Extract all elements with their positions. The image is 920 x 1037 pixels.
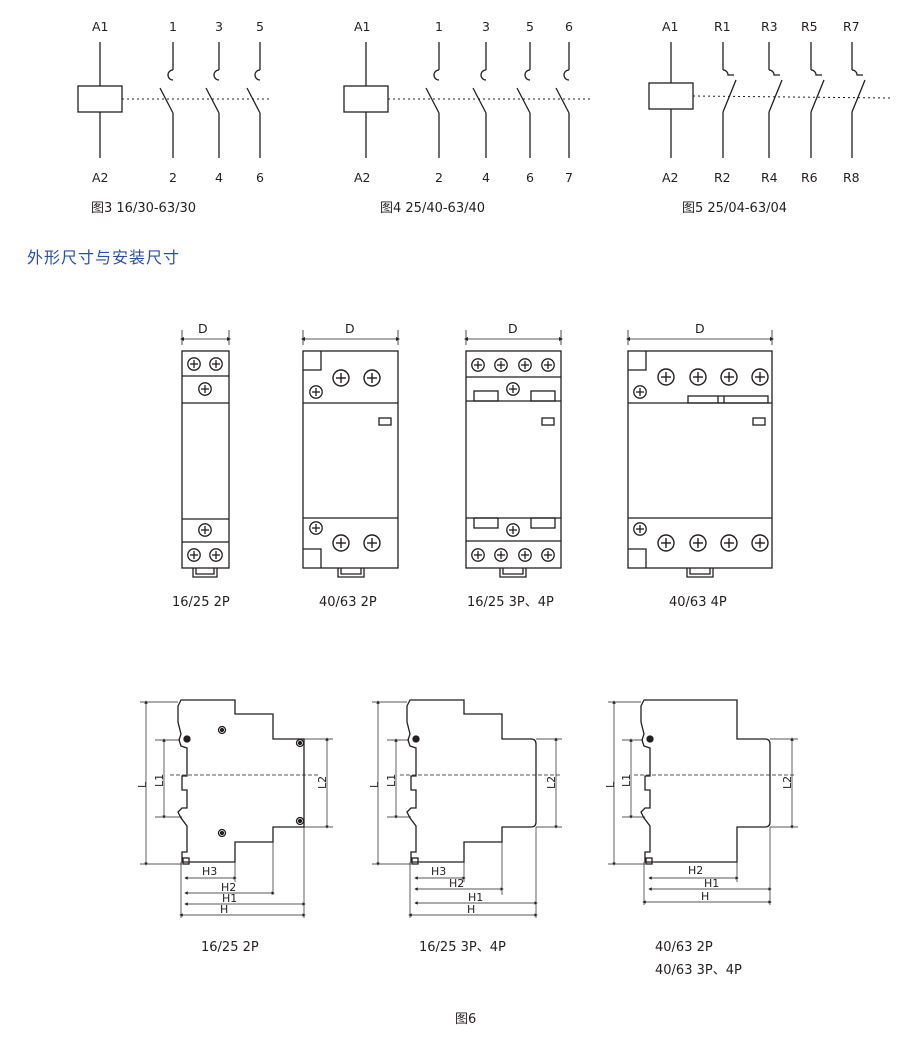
figure-caption-4: 图4 25/40-63/40	[380, 201, 485, 216]
svg-text:L: L	[368, 781, 381, 788]
svg-text:H2: H2	[688, 864, 703, 877]
svg-text:A2: A2	[354, 170, 371, 185]
pole-4: 6 7	[555, 19, 573, 185]
nc-pole-1: R1 R2	[714, 19, 737, 185]
figure-caption-3: 图3 16/30-63/30	[91, 201, 196, 216]
svg-text:L1: L1	[620, 774, 633, 787]
svg-text:R3: R3	[761, 19, 778, 34]
side-view-3: L L1 L2 H2 H1 H 40/63 2P 40/63 3P、4P	[604, 699, 798, 978]
coil-box	[77, 85, 123, 113]
svg-text:4: 4	[482, 170, 490, 185]
svg-text:5: 5	[526, 19, 534, 34]
dim-h1-label: H1	[222, 892, 237, 905]
coil-top-label: A1	[92, 19, 109, 34]
svg-text:40/63 4P: 40/63 4P	[669, 595, 727, 610]
section-heading: 外形尺寸与安装尺寸	[27, 248, 181, 267]
svg-text:H1: H1	[468, 891, 483, 904]
dim-h2-label: H2	[221, 881, 236, 894]
dim-l-label: L	[136, 781, 149, 788]
svg-text:L1: L1	[385, 774, 398, 787]
svg-text:R5: R5	[801, 19, 818, 34]
svg-text:R8: R8	[843, 170, 860, 185]
svg-text:H1: H1	[704, 877, 719, 890]
svg-text:2: 2	[169, 170, 177, 185]
svg-text:6: 6	[526, 170, 534, 185]
svg-text:H: H	[467, 903, 475, 916]
svg-text:R2: R2	[714, 170, 731, 185]
svg-text:6: 6	[256, 170, 264, 185]
dim-l1-label: L1	[153, 774, 166, 787]
svg-text:A2: A2	[662, 170, 679, 185]
figure-caption-6: 图6	[455, 1012, 476, 1027]
svg-text:3: 3	[215, 19, 223, 34]
dim-l2-label: L2	[316, 776, 329, 789]
front-view-1: D 16/25 2P	[172, 321, 231, 610]
svg-text:16/25 3P、4P: 16/25 3P、4P	[419, 940, 506, 955]
front-view-3: D 16/25 3P、4P	[464, 321, 563, 610]
svg-text:L: L	[604, 781, 617, 788]
svg-text:2: 2	[435, 170, 443, 185]
svg-text:R7: R7	[843, 19, 860, 34]
svg-text:L2: L2	[781, 776, 794, 789]
pole-3: 5 6	[246, 19, 264, 185]
svg-text:R4: R4	[761, 170, 778, 185]
svg-text:A1: A1	[662, 19, 679, 34]
coil-box	[343, 85, 389, 113]
pole-2: 3 4	[472, 19, 490, 185]
svg-text:L2: L2	[545, 776, 558, 789]
dim-h3-label: H3	[202, 865, 217, 878]
circuit-diagram-2: A1 A2 1 2 3 4 5 6 6 7 图4 25/	[343, 19, 590, 216]
figure-caption-5: 图5 25/04-63/04	[682, 201, 787, 216]
nc-pole-4: R7 R8	[843, 19, 866, 185]
side-view-2: L L1 L2 H3 H2 H1 H 16/25 3P、4P	[368, 699, 562, 955]
circuit-diagram-3: A1 A2 R1 R2 R3 R4 R5 R6 R7 R8	[648, 19, 891, 216]
circuit-diagram-1: A1 A2 1 2 3 4 5 6 图3 16/30-63/30	[77, 19, 272, 216]
svg-text:R1: R1	[714, 19, 731, 34]
coil-box	[648, 82, 694, 110]
dim-d-label: D	[198, 321, 208, 336]
front-view-4: D 40/63 4P	[626, 321, 774, 610]
svg-text:1: 1	[169, 19, 177, 34]
svg-text:D: D	[508, 321, 518, 336]
svg-text:H3: H3	[431, 865, 446, 878]
svg-text:6: 6	[565, 19, 573, 34]
svg-text:40/63 2P: 40/63 2P	[655, 940, 713, 955]
pole-2: 3 4	[205, 19, 223, 185]
svg-text:H2: H2	[449, 877, 464, 890]
side-view-caption: 16/25 2P	[201, 940, 259, 955]
side-view-1: L L1 L2 H3 H2 H1 H 16/25 2P	[136, 699, 333, 955]
svg-text:40/63 2P: 40/63 2P	[319, 595, 377, 610]
svg-text:H: H	[701, 890, 709, 903]
svg-text:16/25 3P、4P: 16/25 3P、4P	[467, 595, 554, 610]
svg-text:7: 7	[565, 170, 573, 185]
pole-1: 1 2	[425, 19, 443, 185]
svg-text:1: 1	[435, 19, 443, 34]
svg-text:D: D	[345, 321, 355, 336]
svg-text:3: 3	[482, 19, 490, 34]
dim-h-label: H	[220, 903, 228, 916]
front-view-caption: 16/25 2P	[172, 595, 230, 610]
pole-1: 1 2	[159, 19, 177, 185]
front-view-2: D 40/63 2P	[301, 321, 400, 610]
svg-text:A1: A1	[354, 19, 371, 34]
svg-text:D: D	[695, 321, 705, 336]
svg-text:5: 5	[256, 19, 264, 34]
svg-text:R6: R6	[801, 170, 818, 185]
coil-bottom-label: A2	[92, 170, 109, 185]
pole-3: 5 6	[516, 19, 534, 185]
nc-pole-3: R5 R6	[801, 19, 825, 185]
nc-pole-2: R3 R4	[761, 19, 783, 185]
svg-text:40/63 3P、4P: 40/63 3P、4P	[655, 963, 742, 978]
svg-text:4: 4	[215, 170, 223, 185]
